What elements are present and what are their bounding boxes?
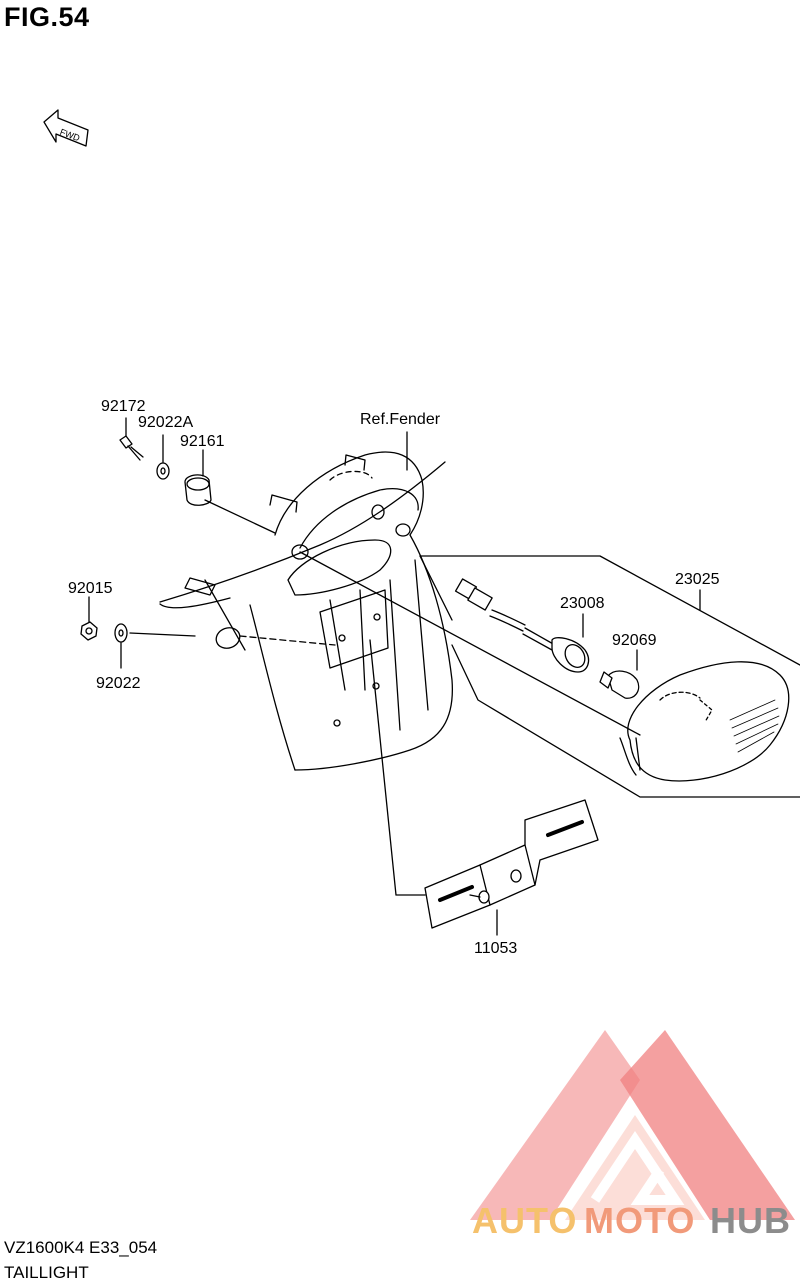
watermark-text-moto: MOTO — [584, 1200, 696, 1241]
bolt-92172-icon — [119, 435, 144, 461]
callout-ref-fender: Ref.Fender — [360, 411, 441, 428]
callout-92172: 92172 — [101, 398, 146, 415]
callout-92022: 92022 — [96, 675, 141, 692]
washer-92022A-icon — [156, 462, 170, 480]
callout-92015: 92015 — [68, 580, 113, 597]
callout-92161: 92161 — [180, 433, 225, 450]
callout-92022A: 92022A — [138, 414, 194, 431]
model-code: VZ1600K4 E33_054 — [4, 1238, 158, 1257]
nut-92015-icon — [80, 621, 98, 641]
watermark-text-auto: AUTO — [472, 1200, 578, 1241]
watermark-text-hub: HUB — [710, 1200, 791, 1241]
bulb-92069-icon — [599, 670, 640, 699]
license-bracket-11053 — [424, 799, 599, 929]
rear-fender — [159, 451, 454, 771]
callout-11053: 11053 — [474, 940, 518, 957]
section-name: TAILLIGHT — [4, 1263, 89, 1282]
callout-92069: 92069 — [612, 632, 657, 649]
grommet-92161-icon — [184, 474, 212, 506]
socket-harness-23008-icon — [454, 578, 590, 673]
taillight-assembly-23025 — [419, 555, 800, 798]
figure-title: FIG.54 — [4, 2, 90, 32]
callout-23025: 23025 — [675, 571, 720, 588]
watermark-logo-icon — [470, 1030, 795, 1220]
washer-92022-icon — [114, 623, 128, 643]
fwd-arrow-icon: FWD — [43, 109, 89, 147]
callout-23008: 23008 — [560, 595, 605, 612]
